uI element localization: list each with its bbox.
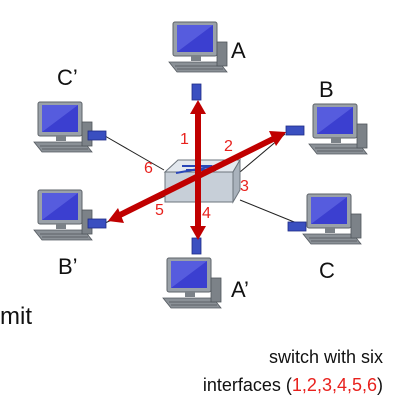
caption-line-1: switch with six	[268, 347, 383, 367]
arrow-head-up	[190, 100, 206, 114]
port-5-label: 5	[155, 202, 164, 219]
host-c-computer	[302, 193, 362, 245]
host-b-prime-label: B’	[58, 254, 78, 279]
link-c-prime	[104, 135, 165, 171]
arrow-head-b	[269, 131, 286, 146]
adapter-a	[191, 83, 202, 101]
host-b-computer	[308, 103, 368, 155]
caption-port-list: 1,2,3,4,5,6	[291, 375, 377, 395]
host-b-label: B	[319, 77, 334, 102]
port-1-label: 1	[180, 131, 189, 148]
port-3-label: 3	[240, 178, 249, 195]
arrows	[108, 100, 286, 240]
caption-prefix: interfaces (	[202, 375, 292, 395]
caption-line-2: interfaces (1,2,3,4,5,6)	[203, 371, 383, 399]
caption-suffix: )	[377, 375, 383, 395]
port-2-label: 2	[224, 138, 233, 155]
adapter-c-prime	[87, 130, 107, 141]
arrow-b-bprime	[116, 135, 277, 219]
adapters	[87, 83, 307, 255]
adapter-c	[287, 221, 307, 232]
host-a-computer	[168, 21, 228, 73]
adapter-a-prime	[191, 237, 202, 255]
host-a-prime-computer	[162, 257, 222, 309]
host-a-prime-label: A’	[231, 277, 249, 302]
host-c-prime-computer	[33, 101, 93, 153]
arrow-head-b-prime	[108, 208, 124, 223]
host-c-label: C	[319, 258, 335, 283]
arrow-head-down	[190, 226, 206, 240]
port-4-label: 4	[202, 205, 211, 222]
adapter-b-prime	[87, 218, 107, 229]
host-b-prime-computer	[33, 189, 93, 241]
switch	[163, 158, 241, 204]
partial-text: mit	[0, 303, 32, 330]
port-6-label: 6	[144, 160, 153, 177]
host-a-label: A	[231, 38, 246, 63]
host-c-prime-label: C’	[57, 65, 78, 90]
caption: switch with six interfaces (1,2,3,4,5,6)	[203, 343, 383, 399]
adapter-b	[285, 125, 305, 136]
